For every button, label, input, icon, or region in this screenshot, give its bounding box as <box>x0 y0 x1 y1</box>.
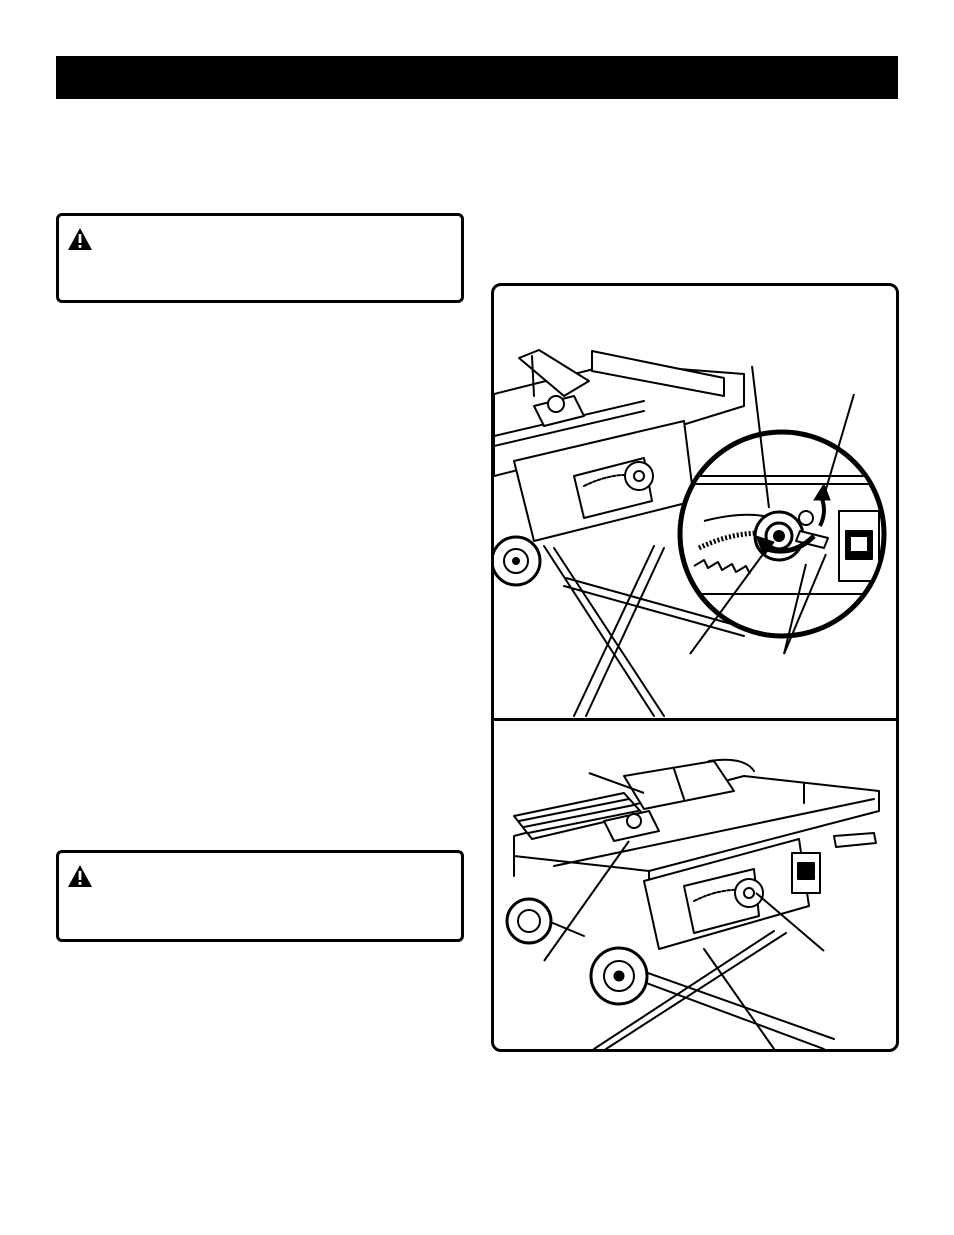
table-saw-stand-illustration <box>505 758 880 1049</box>
figure-divider <box>494 718 896 721</box>
warning-box <box>56 850 464 942</box>
figure-panel-overview <box>494 721 896 1049</box>
section-header-bar <box>56 56 898 99</box>
warning-triangle-icon <box>68 865 92 887</box>
table-saw-detail-illustration <box>494 349 887 717</box>
warning-box <box>56 213 464 303</box>
figure-panel-detail <box>494 286 896 718</box>
warning-triangle-icon <box>68 228 92 250</box>
figure-frame <box>491 283 899 1052</box>
